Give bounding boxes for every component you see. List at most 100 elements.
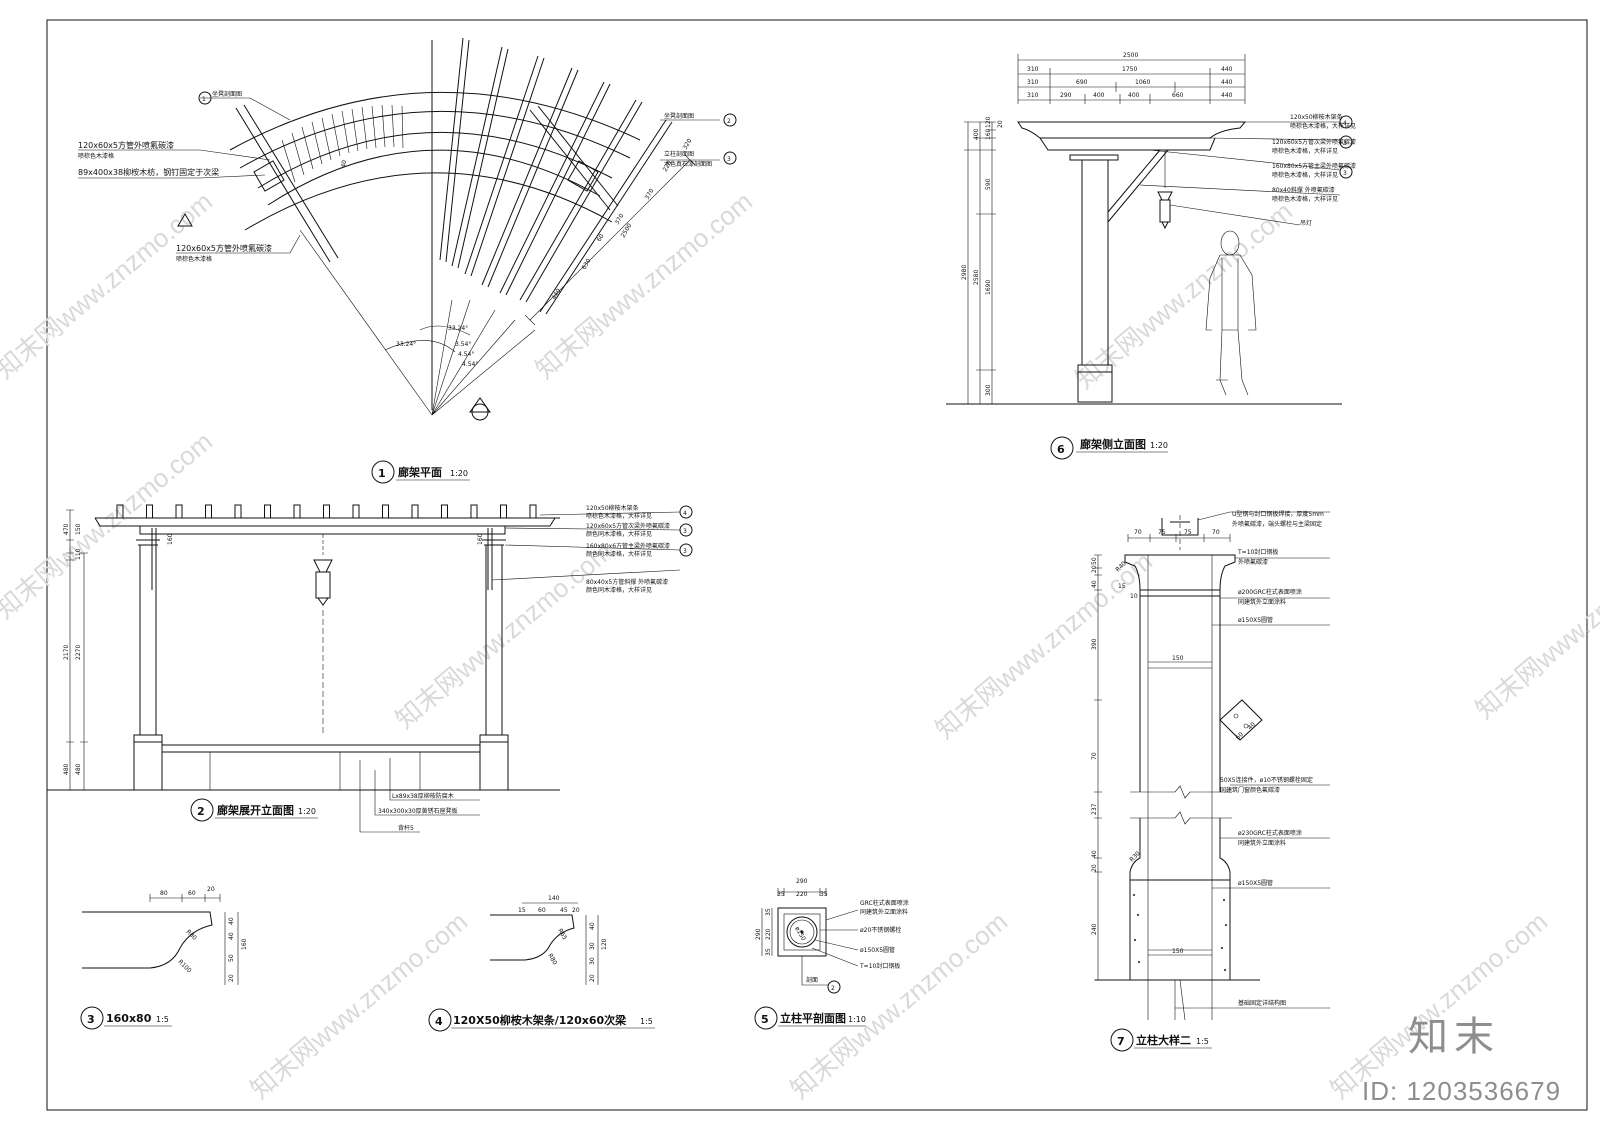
elev2-dim: 2170 [63,645,70,660]
svg-text:80: 80 [160,890,168,897]
watermark-text: 知末网www.znzmo.com [785,906,1013,1104]
svg-text:160x80x5方管主梁外喷氟碳漆: 160x80x5方管主梁外喷氟碳漆 [1272,162,1356,170]
svg-text:120x50柳桉木架条: 120x50柳桉木架条 [1290,113,1343,121]
svg-text:GRC柱式表面喷涂: GRC柱式表面喷涂 [860,899,909,907]
svg-text:440: 440 [1221,79,1233,86]
svg-text:690: 690 [1076,79,1088,86]
elev2-callout: 340x300x30厚黄锈石座凳板 [378,807,458,815]
svg-text:400: 400 [1093,92,1105,99]
svg-text:120: 120 [601,938,608,950]
seat-hatch [281,104,404,183]
svg-text:3: 3 [1343,170,1347,177]
rafter-end [205,504,212,519]
plan-angle: 4.54° [462,361,478,368]
plan-callout: 120x60x5方管外喷氟碳漆 [176,243,272,253]
svg-text:喷棕色木漆格，大样详见: 喷棕色木漆格，大样详见 [1272,171,1338,179]
watermark-text: 知末网www.znzmo.com [0,426,218,624]
svg-text:3: 3 [683,528,687,535]
svg-text:立柱平剖面图: 立柱平剖面图 [780,1011,846,1025]
elev2-dim: 2270 [75,645,82,660]
elev2-callout: 颜色同木漆格，大样详见 [586,550,652,558]
svg-text:15: 15 [518,907,526,914]
title-view-7: 7 立柱大样二 1:5 [1110,1028,1212,1052]
svg-text:660: 660 [1172,92,1184,99]
plan-marker: 3 [727,156,731,163]
plan-marker: 1 [202,96,206,103]
plan-dim: 370 [644,187,656,201]
svg-text:35: 35 [765,948,772,956]
svg-text:吊灯: 吊灯 [1300,219,1312,227]
elev2-callout: 颜色同木漆格，大样详见 [586,530,652,538]
plan-callout: 喷棕色木漆格 [78,152,114,160]
svg-text:1060: 1060 [1135,79,1150,86]
svg-text:基础固定详结构图: 基础固定详结构图 [1238,999,1286,1007]
svg-text:150: 150 [1172,948,1184,955]
svg-text:ø150: ø150 [793,926,807,943]
plan-view: 1 2 3 坐凳剖面图 120x60x5方管外喷氟碳漆 喷棕色木漆格 89x40… [78,37,737,421]
svg-text:外喷氟碳漆，端头螺栓与主梁固定: 外喷氟碳漆，端头螺栓与主梁固定 [1232,520,1322,528]
svg-text:440: 440 [1221,66,1233,73]
elev2-dim: 470 [63,523,70,535]
elev2-callout: 120x50柳桉木架条 [586,504,639,512]
svg-text:35: 35 [765,908,772,916]
svg-text:45: 45 [560,907,568,914]
svg-text:廊架平面: 廊架平面 [398,465,442,479]
elev2-callout: 80x40x5方管斜撑 外喷氟碳漆 [586,578,668,586]
svg-text:40: 40 [1091,850,1098,858]
rafter-end [441,504,448,519]
svg-text:ø150X5圆管: ø150X5圆管 [1238,616,1273,624]
plan-dim: 60 [596,233,606,243]
svg-text:300: 300 [985,384,992,396]
section-arrow [469,397,491,413]
svg-text:ø150X5圆管: ø150X5圆管 [860,946,895,954]
plan-angle: 33.24° [448,325,468,332]
rafter-end [529,504,537,519]
elev2-dim: 150 [75,523,82,535]
watermark-layer: 知末网www.znzmo.com 知末网www.znzmo.com 知末网www… [0,186,1600,1104]
svg-text:80x40斜撑 外喷氟碳漆: 80x40斜撑 外喷氟碳漆 [1272,186,1335,194]
svg-text:30: 30 [589,957,596,965]
svg-text:290: 290 [1060,92,1072,99]
elev2-callout: 颜色同木漆格，大样详见 [586,586,652,594]
svg-text:290: 290 [796,878,808,885]
watermark-text: 知末网www.znzmo.com [390,536,618,734]
svg-text:廊架侧立面图: 廊架侧立面图 [1080,437,1146,451]
svg-text:400: 400 [973,128,980,140]
svg-text:1:5: 1:5 [1196,1037,1209,1046]
rafter-end [234,504,242,519]
svg-text:R80: R80 [185,928,198,941]
svg-text:剖面: 剖面 [806,976,818,984]
svg-text:15: 15 [1118,583,1126,590]
section-arrow [177,213,193,227]
svg-text:同建筑外立面涂料: 同建筑外立面涂料 [860,908,908,916]
svg-text:220: 220 [796,891,808,898]
svg-text:120: 120 [985,116,992,128]
svg-text:R100: R100 [177,958,193,974]
svg-text:20: 20 [1091,864,1098,872]
elev2-dim: 110 [75,548,82,560]
svg-text:2: 2 [831,985,835,992]
svg-text:50X5连接件，ø10不锈钢螺栓固定: 50X5连接件，ø10不锈钢螺栓固定 [1220,776,1313,784]
plan-dim: 370 [614,212,626,226]
plan-callout: 喷棕色木漆格 [176,255,212,263]
svg-text:5: 5 [761,1013,769,1026]
svg-text:35: 35 [820,891,828,898]
rafter-ends [116,504,537,519]
rafter-end [293,504,301,519]
svg-text:20: 20 [997,120,1004,128]
svg-text:4: 4 [683,510,687,517]
svg-text:1:20: 1:20 [298,807,316,816]
rafter-end [382,504,389,519]
rafter-end [323,504,330,519]
svg-text:70: 70 [1212,529,1220,536]
rafter-end [411,504,419,519]
svg-text:40: 40 [228,932,235,940]
rafter-end [175,504,183,519]
elev2-dim: 160 [167,533,174,545]
elev2-callout: 120x60x5方管次梁外喷氟碳漆 [586,522,670,530]
plan-callout: 坐凳剖面图 [212,90,242,98]
brand-logo: 知末 [1408,1014,1500,1060]
svg-text:T=10封口钢板: T=10封口钢板 [859,962,900,970]
title-view-5: 5 立柱平剖面图 1:10 [754,1006,866,1030]
